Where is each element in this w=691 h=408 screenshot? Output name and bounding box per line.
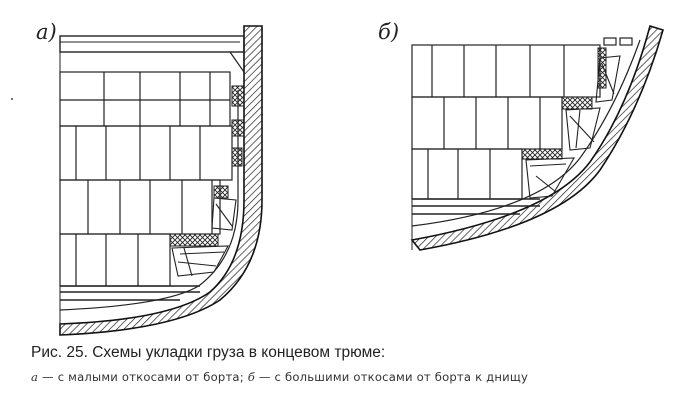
panel-a-cargo-row-2 — [59, 125, 233, 181]
panel-b-cargo-row-2 — [411, 96, 563, 150]
panel-a-hull-shell — [59, 25, 263, 336]
panel-a-cargo-row-3 — [59, 179, 221, 235]
panel-a — [59, 25, 263, 336]
panel-a-label: а) — [36, 20, 57, 44]
panel-b-floor — [412, 198, 540, 215]
panel-b — [410, 24, 664, 251]
panel-a-inner-hull — [59, 90, 239, 311]
cargo-stowage-diagram — [59, 24, 664, 336]
panel-a-deck — [59, 35, 245, 53]
panel-b-shoring — [525, 55, 621, 199]
panel-a-shoring — [171, 197, 237, 277]
panel-b-label: б) — [378, 20, 400, 44]
caption-item-a-text: — с малыми откосами от борта; — [38, 370, 248, 384]
panel-b-dunnage — [521, 47, 607, 160]
panel-a-floor — [60, 285, 200, 301]
panel-a-cargo-row-4 — [59, 233, 171, 287]
stray-dot — [11, 98, 13, 100]
panel-a-dunnage — [169, 85, 245, 247]
panel-b-hull-shell — [410, 24, 664, 251]
panel-b-top-blocks — [603, 37, 633, 46]
panel-b-cargo-row-1 — [411, 44, 601, 98]
panel-b-cargo-row-3 — [411, 148, 523, 200]
panel-a-cargo-row-1 — [59, 71, 231, 127]
caption-item-b-letter: б — [247, 370, 255, 384]
caption-item-a-letter: а — [31, 370, 39, 384]
caption-text: а — с малыми откосами от борта; б — с бо… — [31, 370, 671, 384]
caption-item-b-text: — с большими откосами от борта к днищу — [254, 370, 529, 384]
caption-title: Рис. 25. Схемы укладки груза в концевом … — [31, 344, 386, 361]
